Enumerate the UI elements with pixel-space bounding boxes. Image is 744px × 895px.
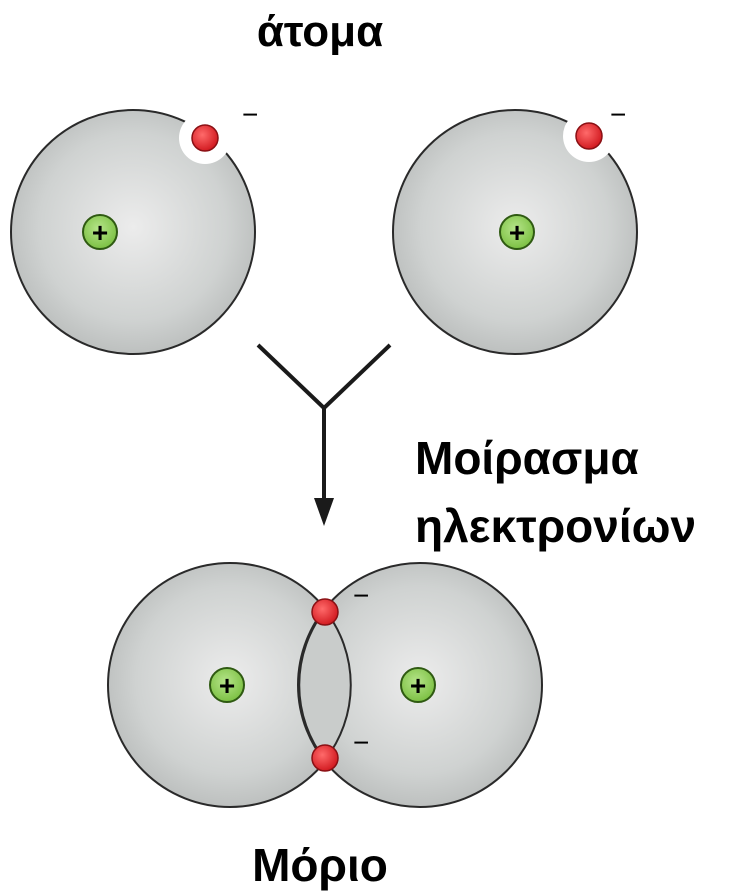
converging-arrow [258,345,390,526]
nucleus-charge-sign: + [92,217,108,248]
nucleus-charge-sign: + [509,217,525,248]
atom-right: − + [393,99,637,354]
shared-electron-bottom [312,745,338,771]
nucleus-charge-sign: + [410,670,426,701]
electron-charge-sign: − [353,580,369,611]
electron-left [192,125,218,151]
nucleus-charge-sign: + [219,670,235,701]
shared-electron-top [312,599,338,625]
process-label-line-1: Μοίρασμα [415,435,639,481]
arrow-head [314,498,334,526]
atom-left: − + [11,99,258,354]
electron-right [576,123,602,149]
arrow-left-branch [258,345,324,408]
electron-charge-sign: − [353,727,369,758]
title-molecule: Μόριο [0,842,640,888]
process-label-line-2: ηλεκτρονίων [415,503,696,549]
molecule: − − + + [108,563,542,807]
arrow-right-branch [324,345,390,408]
electron-charge-sign: − [610,99,626,130]
title-atoms: άτομα [0,10,640,54]
electron-charge-sign: − [242,99,258,130]
